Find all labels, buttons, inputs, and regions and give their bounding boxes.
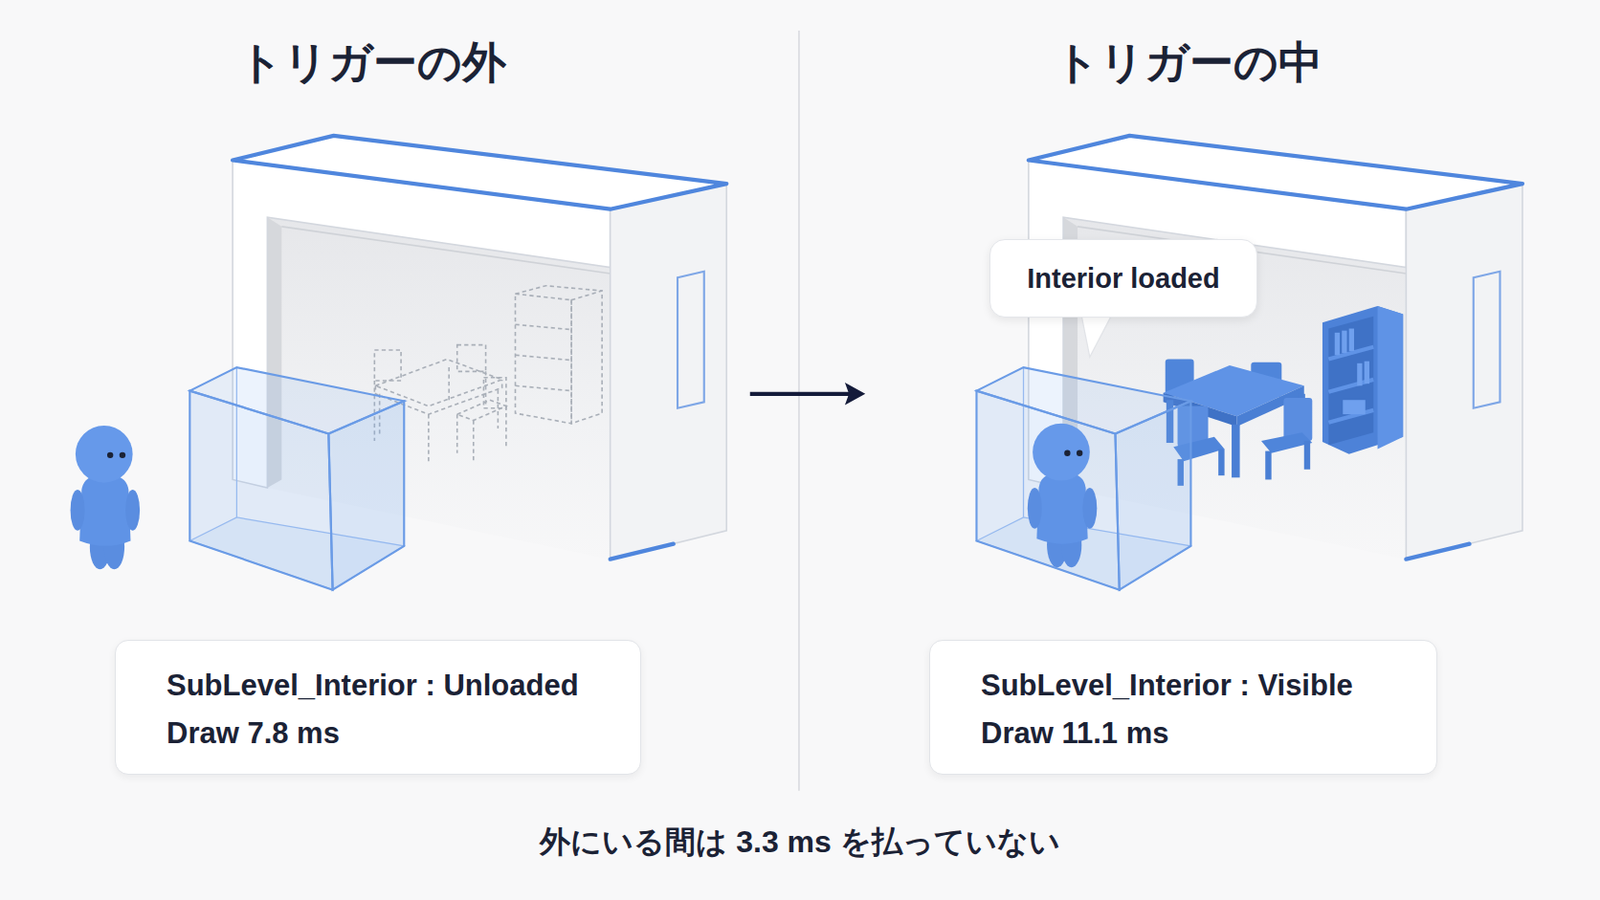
speech-callout: Interior loaded xyxy=(989,239,1258,318)
panel-heading: トリガーの外 xyxy=(238,33,507,93)
trigger-volume xyxy=(976,367,1191,591)
furniture-outline xyxy=(374,286,602,463)
transition-arrow xyxy=(750,382,866,405)
callout-text: Interior loaded xyxy=(1026,263,1220,295)
status-line: Draw 11.1 ms xyxy=(980,710,1414,758)
panel-divider xyxy=(798,30,800,792)
diagram-caption: 外にいる間は 3.3 ms を払っていない xyxy=(539,822,1060,865)
status-box: SubLevel_Interior : VisibleDraw 11.1 ms xyxy=(929,640,1438,776)
trigger-volume xyxy=(189,367,404,591)
status-line: Draw 7.8 ms xyxy=(166,710,618,758)
status-line: SubLevel_Interior : Unloaded xyxy=(166,662,618,711)
player-figure xyxy=(1027,423,1098,568)
status-line: SubLevel_Interior : Visible xyxy=(980,662,1414,711)
player-figure xyxy=(70,425,141,570)
status-box: SubLevel_Interior : UnloadedDraw 7.8 ms xyxy=(114,640,642,776)
panel-heading: トリガーの中 xyxy=(1054,33,1323,93)
furniture-loaded xyxy=(1163,306,1404,487)
